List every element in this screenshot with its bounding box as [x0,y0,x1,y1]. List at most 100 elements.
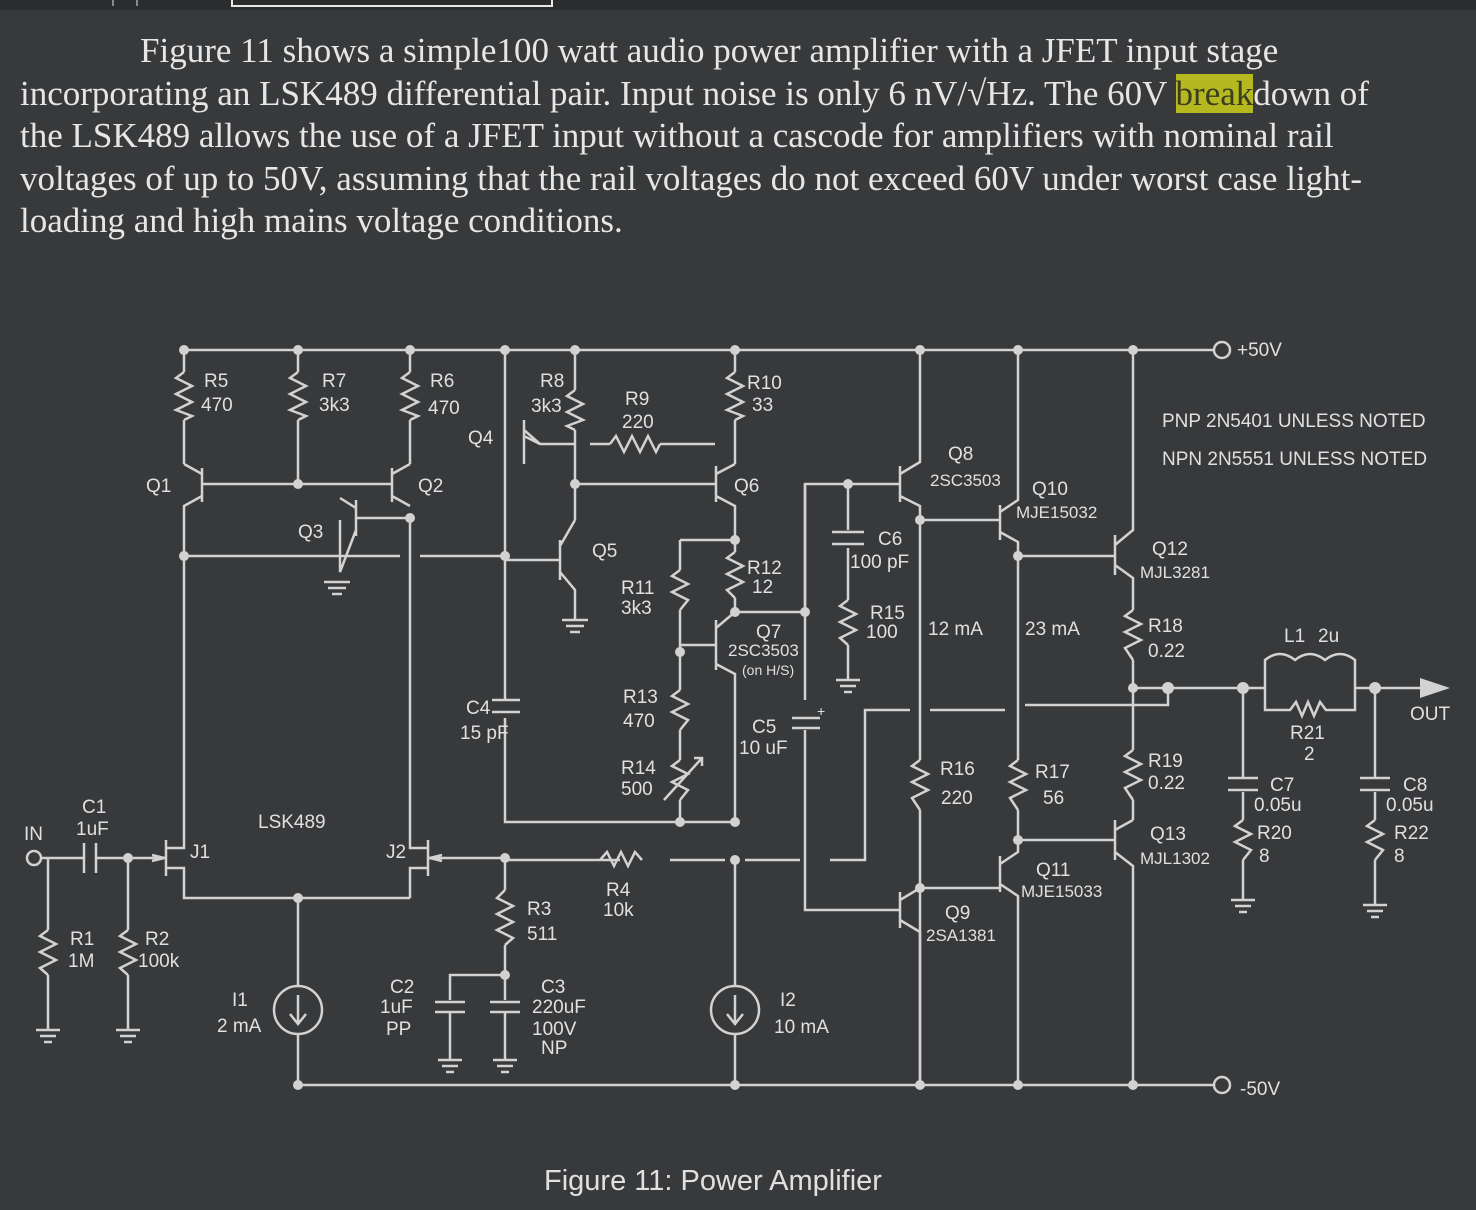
c5-value: 10 uF [739,738,788,759]
toolbar-separator [136,0,138,6]
r5-value: 470 [201,395,233,416]
r12-label: R12 [747,558,782,579]
r15-label: R15 [870,603,905,624]
r3-value: 511 [527,924,557,945]
c5-label: C5 [752,717,776,738]
r1-label: R1 [70,929,94,950]
c6-label: C6 [878,529,902,550]
c4-label: C4 [466,698,491,719]
c2-note: PP [386,1019,411,1040]
q2-label: Q2 [418,476,443,497]
top-toolbar-strip [0,0,1476,10]
r4-label: R4 [606,880,631,901]
output-label: OUT [1410,704,1451,725]
r17-value: 56 [1043,788,1064,809]
note-pnp: PNP 2N5401 UNLESS NOTED [1162,411,1426,432]
c8-value: 0.05u [1386,795,1434,816]
q13-part: MJL1302 [1140,849,1210,868]
q7-note: (on H/S) [742,662,794,678]
r18-value: 0.22 [1148,641,1185,662]
pair-label: LSK489 [258,812,326,833]
q7-part: 2SC3503 [728,641,799,660]
r4-value: 10k [603,900,634,921]
q9-label: Q9 [945,903,970,924]
q13-label: Q13 [1150,824,1186,845]
paragraph-line-1-text: Figure 11 shows a simple100 watt audio p… [140,31,1279,70]
r10-label: R10 [747,373,782,394]
l1-value: 2u [1318,626,1339,647]
r21-value: 2 [1304,744,1315,765]
r13-value: 470 [623,711,655,732]
q6-label: Q6 [734,476,759,497]
r2-value: 100k [138,951,180,972]
r7-value: 3k3 [319,395,350,416]
q5-label: Q5 [592,541,617,562]
junction-dots [123,345,1381,1090]
search-highlight: break [1175,73,1254,113]
l1-label: L1 [1284,626,1305,647]
q1-label: Q1 [146,476,171,497]
r19-label: R19 [1148,751,1183,772]
r14-label: R14 [621,758,656,779]
toolbar-search-field[interactable] [231,0,553,7]
r5-label: R5 [204,371,228,392]
c3-value: 220uF [532,997,586,1018]
i1-label: I1 [232,990,248,1011]
c2-label: C2 [390,977,414,998]
schematic-wires [25,340,1450,1095]
r8-label: R8 [540,371,564,392]
q9-part: 2SA1381 [926,926,996,945]
rail-positive-label: +50V [1237,340,1282,361]
c7-label: C7 [1270,775,1294,796]
q10-part: MJE15032 [1016,503,1097,522]
r6-value: 470 [428,398,460,419]
c1-label: C1 [82,797,106,818]
r1-value: 1M [68,951,94,972]
r11-value: 3k3 [621,598,652,619]
j2-label: J2 [386,842,406,863]
toolbar-separator [112,0,114,6]
c7-value: 0.05u [1254,795,1302,816]
paragraph-line-5: loading and high mains voltage condition… [20,201,623,240]
c3-label: C3 [541,977,565,998]
paragraph-line-2-text-a: incorporating an LSK489 differential pai… [20,73,1176,113]
q11-part: MJE15033 [1021,882,1102,901]
c5-polarity: + [817,703,825,719]
c8-label: C8 [1403,775,1427,796]
c4-value: 15 pF [460,723,509,744]
q8-label: Q8 [948,444,973,465]
r17-label: R17 [1035,762,1070,783]
q12-part: MJL3281 [1140,563,1210,582]
r16-value: 220 [941,788,973,809]
r21-label: R21 [1290,723,1325,744]
r22-label: R22 [1394,823,1429,844]
i1-value: 2 mA [217,1016,262,1037]
q11-label: Q11 [1036,860,1071,881]
i2-label: I2 [780,990,796,1011]
paragraph-line-2-text-b: down of [1253,73,1369,113]
paragraph-line-1: Figure 11 shows a simple100 watt audio p… [20,30,1460,73]
c1-value: 1uF [76,819,109,840]
r16-label: R16 [940,759,975,780]
current-label-23ma: 23 mA [1025,619,1080,640]
q4-label: Q4 [468,428,494,449]
r18-label: R18 [1148,616,1183,637]
r8-value: 3k3 [531,396,562,417]
paragraph-line-3: the LSK489 allows the use of a JFET inpu… [20,116,1334,155]
c3-voltage: 100V [532,1019,577,1040]
current-label-12ma: 12 mA [928,619,983,640]
r14-value: 500 [621,779,653,800]
resistor-zigzags [37,371,1386,976]
q10-label: Q10 [1032,479,1068,500]
r12-value: 12 [752,577,773,598]
r10-value: 33 [752,395,773,416]
r11-label: R11 [621,578,654,599]
r15-value: 100 [866,622,898,643]
i2-value: 10 mA [774,1017,829,1038]
r9-label: R9 [625,389,649,410]
r7-label: R7 [322,371,346,392]
r22-value: 8 [1394,846,1405,867]
r13-label: R13 [623,687,658,708]
figure-caption: Figure 11: Power Amplifier [544,1165,882,1197]
